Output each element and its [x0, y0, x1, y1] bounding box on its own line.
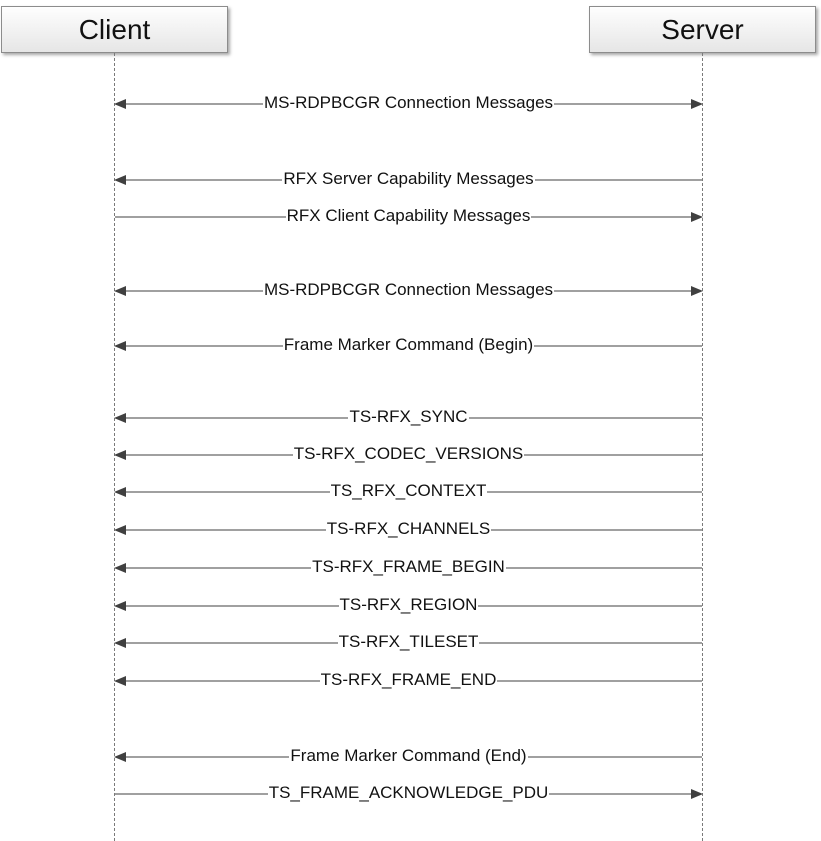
- client-participant-label: Client: [78, 13, 151, 45]
- client-lifeline: [114, 53, 115, 841]
- server-participant-box: Server: [589, 6, 816, 53]
- client-participant-box: Client: [1, 6, 228, 53]
- server-participant-label: Server: [661, 13, 744, 45]
- server-lifeline: [702, 53, 703, 841]
